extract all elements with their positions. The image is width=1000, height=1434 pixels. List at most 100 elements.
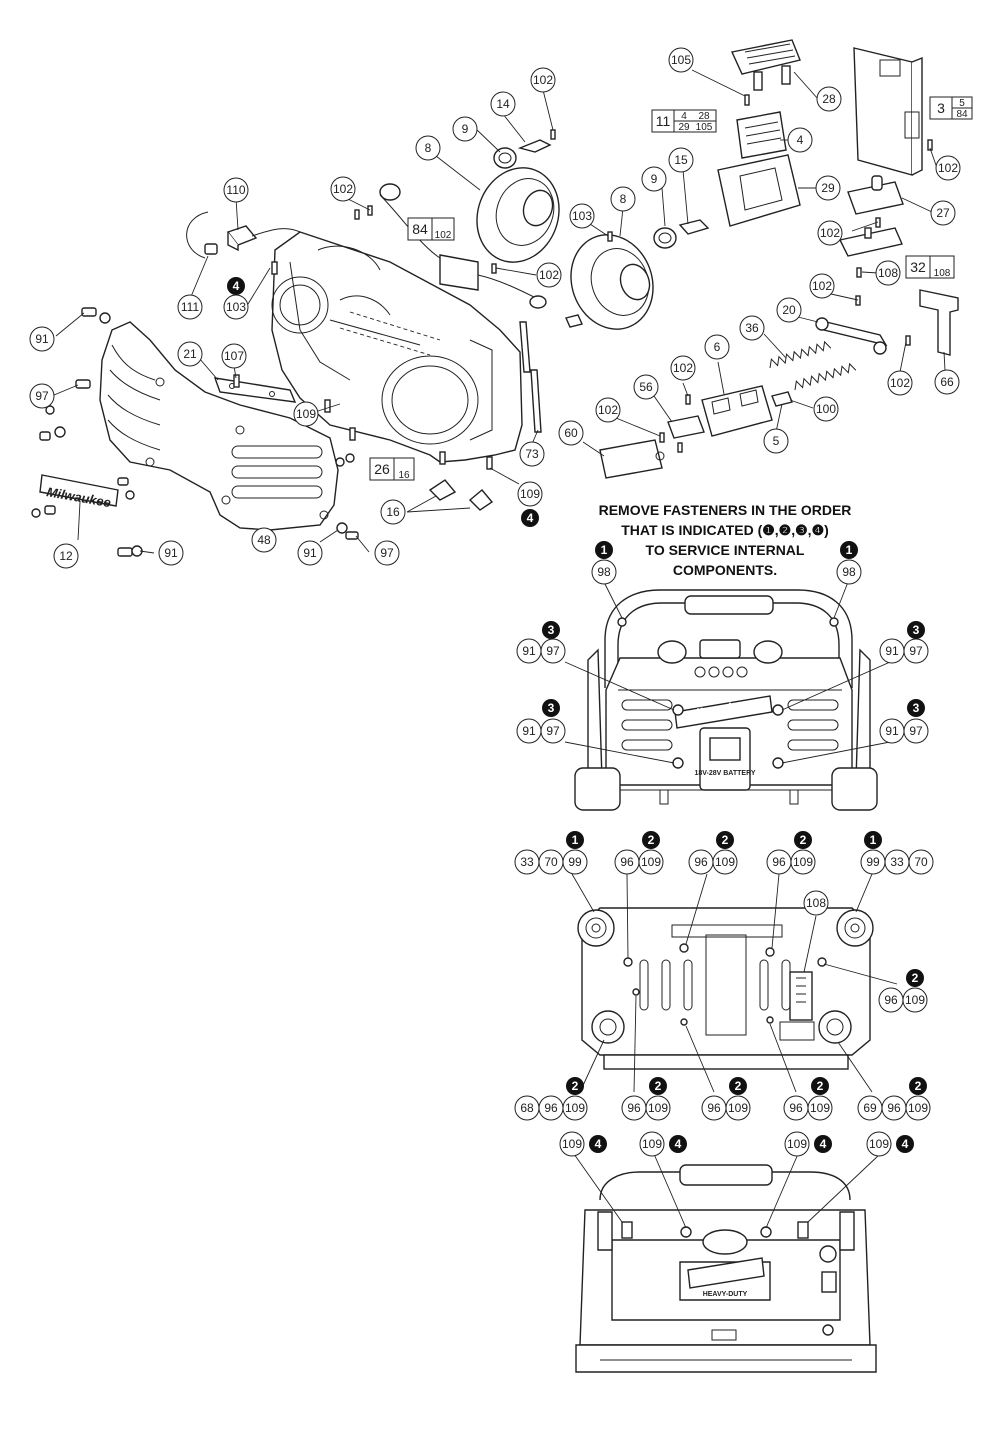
callout-label: 98 <box>842 565 856 579</box>
callout-108: 108 <box>803 890 829 916</box>
callout-label: 91 <box>164 546 178 560</box>
sequence-marker-3: 3 <box>542 699 560 717</box>
kit-ref-26-sub: 16 <box>398 470 410 481</box>
sequence-marker-2: 2 <box>906 969 924 987</box>
fastener-removal-note: REMOVE FASTENERS IN THE ORDER THAT IS IN… <box>560 500 890 580</box>
callout-label: 102 <box>673 361 693 375</box>
screws-right <box>354 94 933 453</box>
callout-29: 29 <box>815 175 841 201</box>
callout-20: 20 <box>776 297 802 323</box>
callout-label: 4 <box>797 133 804 147</box>
callout-label: 91 <box>522 724 536 738</box>
callout-label: 99 <box>866 855 880 869</box>
callout-111: 111 <box>177 294 203 320</box>
callout-label: 8 <box>620 192 627 206</box>
callout-label: 69 <box>863 1101 877 1115</box>
callout-96: 96 <box>538 1095 564 1121</box>
callout-69: 69 <box>857 1095 883 1121</box>
kit-ref-3-sub-1: 5 <box>959 98 965 109</box>
callout-label: 33 <box>890 855 904 869</box>
sequence-marker-2: 2 <box>909 1077 927 1095</box>
callout-91: 91 <box>158 540 184 566</box>
kit-ref-11: 11 4 28 29 105 <box>651 109 717 133</box>
callout-label: 108 <box>806 896 826 910</box>
sequence-marker-2: 2 <box>729 1077 747 1095</box>
sequence-marker-4: 4 <box>669 1135 687 1153</box>
callout-label: 73 <box>525 447 539 461</box>
sequence-marker-label: 3 <box>913 701 920 715</box>
callout-label: 20 <box>782 303 796 317</box>
callout-96: 96 <box>621 1095 647 1121</box>
callout-109: 109 <box>559 1131 585 1157</box>
sequence-marker-label: 3 <box>913 623 920 637</box>
callout-91: 91 <box>516 638 542 664</box>
callout-label: 91 <box>522 644 536 658</box>
sequence-marker-label: 2 <box>735 1079 742 1093</box>
callout-label: 96 <box>544 1101 558 1115</box>
callout-48: 48 <box>251 527 277 553</box>
callout-96: 96 <box>614 849 640 875</box>
callout-label: 9 <box>462 122 469 136</box>
callout-label: 109 <box>562 1137 582 1151</box>
sequence-marker-3: 3 <box>542 621 560 639</box>
callout-label: 109 <box>793 855 813 869</box>
callout-label: 8 <box>425 141 432 155</box>
callout-97: 97 <box>540 638 566 664</box>
callout-12: 12 <box>53 543 79 569</box>
note-line-3: TO SERVICE INTERNAL <box>645 542 805 558</box>
sequence-marker-label: 4 <box>675 1137 682 1151</box>
sequence-marker-label: 1 <box>601 543 608 557</box>
callout-103: 103 <box>223 294 249 320</box>
callout-label: 91 <box>885 724 899 738</box>
kit-ref-11-sub-1: 4 <box>681 111 687 122</box>
latch-assembly-20 <box>815 317 888 355</box>
callout-label: 16 <box>386 505 400 519</box>
sequence-marker-label: 1 <box>572 833 579 847</box>
radio-front-view: Milwaukee 18V-28V BATTERY <box>574 589 878 811</box>
sequence-marker-1: 1 <box>864 831 882 849</box>
callout-102: 102 <box>809 273 835 299</box>
callout-73: 73 <box>519 441 545 467</box>
callout-label: 102 <box>938 161 958 175</box>
switch-110 <box>226 225 301 252</box>
callout-label: 97 <box>546 644 560 658</box>
callout-label: 28 <box>822 92 836 106</box>
board-32 <box>838 227 903 257</box>
sequence-marker-label: 2 <box>912 971 919 985</box>
callout-91: 91 <box>29 326 55 352</box>
callout-label: 98 <box>597 565 611 579</box>
sequence-marker-1: 1 <box>840 541 858 559</box>
callout-96: 96 <box>688 849 714 875</box>
callout-97: 97 <box>374 540 400 566</box>
callout-70: 70 <box>538 849 564 875</box>
callout-9: 9 <box>641 166 667 192</box>
callout-label: 5 <box>773 434 780 448</box>
sequence-marker-1: 1 <box>595 541 613 559</box>
callout-109: 109 <box>517 481 543 507</box>
callout-109: 109 <box>807 1095 833 1121</box>
callout-label: 97 <box>909 724 923 738</box>
sequence-marker-label: 1 <box>870 833 877 847</box>
callout-label: 109 <box>787 1137 807 1151</box>
callout-108: 108 <box>875 260 901 286</box>
callout-91: 91 <box>879 718 905 744</box>
callout-label: 102 <box>890 376 910 390</box>
sequence-marker-4: 4 <box>521 509 539 527</box>
callout-102: 102 <box>935 155 961 181</box>
callout-8: 8 <box>415 135 441 161</box>
sequence-marker-3: 3 <box>907 699 925 717</box>
radio-rear-view: Milwaukee HEAVY-DUTY <box>575 1164 877 1373</box>
callout-103: 103 <box>569 203 595 229</box>
callout-label: 70 <box>914 855 928 869</box>
callout-label: 108 <box>878 266 898 280</box>
kit-ref-26: 26 16 <box>369 457 415 481</box>
callout-97: 97 <box>29 383 55 409</box>
callout-36: 36 <box>739 315 765 341</box>
callout-15: 15 <box>668 147 694 173</box>
housing-frame <box>271 231 523 463</box>
callout-label: 48 <box>257 533 271 547</box>
kit-ref-26-main: 26 <box>374 461 390 477</box>
callout-label: 33 <box>520 855 534 869</box>
sequence-marker-label: 1 <box>846 543 853 557</box>
sequence-marker-3: 3 <box>907 621 925 639</box>
